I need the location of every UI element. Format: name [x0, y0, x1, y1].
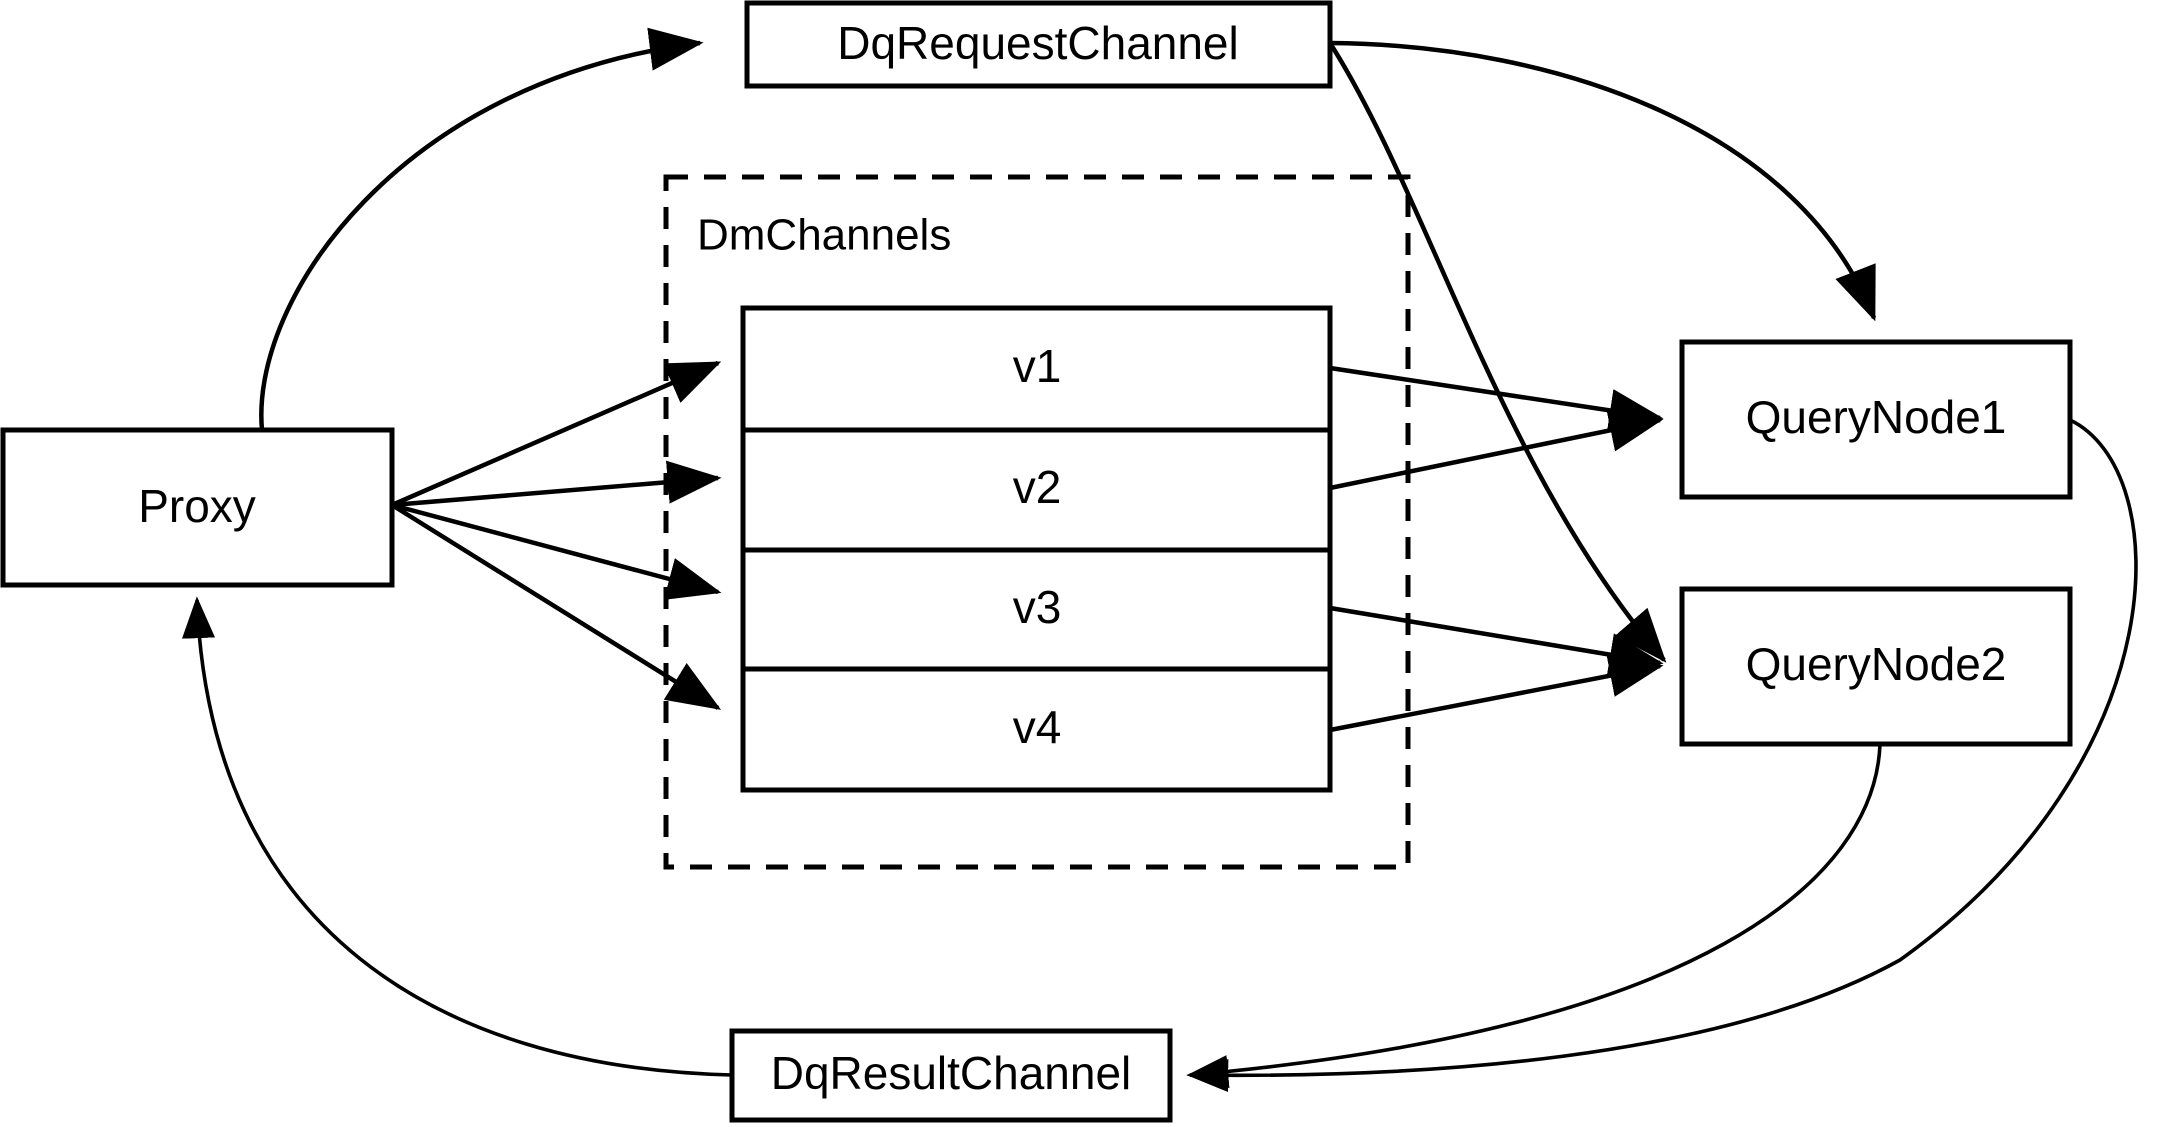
node-dq-request-channel[interactable]: DqRequestChannel	[744, 0, 1333, 89]
edge-dqrequestchannel-to-querynode1	[1329, 40, 1877, 322]
edge-v1-to-querynode1	[1329, 365, 1664, 432]
edge-proxy-to-v1	[391, 360, 722, 508]
dm-channels-group-label: DmChannels	[697, 211, 951, 260]
dm-channels-table[interactable]: v1 v2 v3 v4	[740, 305, 1333, 793]
dm-channels-group-border	[663, 174, 1411, 870]
node-dq-result-channel[interactable]: DqResultChannel	[729, 1028, 1173, 1123]
dm-channel-row-v3[interactable]: v3	[1013, 581, 1062, 633]
dq-request-channel-box[interactable]	[744, 0, 1333, 89]
edge-proxy-to-v4	[390, 503, 722, 710]
dm-channel-row-v4[interactable]: v4	[1013, 701, 1062, 753]
query-node-1-box[interactable]	[1679, 339, 2073, 500]
proxy-label: Proxy	[138, 480, 256, 532]
node-query-node-2[interactable]: QueryNode2	[1679, 586, 2073, 747]
node-query-node-1[interactable]: QueryNode1	[1679, 339, 2073, 500]
dq-request-channel-label: DqRequestChannel	[837, 17, 1239, 69]
dm-channel-row-v2[interactable]: v2	[1013, 461, 1062, 513]
node-proxy[interactable]: Proxy	[0, 427, 395, 588]
edge-proxy-to-v3	[391, 502, 722, 600]
dm-channel-row-v1[interactable]: v1	[1013, 340, 1062, 392]
edge-proxy-to-dqrequestchannel	[259, 27, 704, 431]
proxy-box[interactable]	[0, 427, 395, 588]
edge-v2-to-querynode1	[1329, 409, 1664, 491]
edge-dqresultchannel-to-proxy	[181, 596, 733, 1077]
dq-result-channel-box[interactable]	[729, 1028, 1173, 1123]
edge-querynode2-to-dqresultchannel	[1186, 743, 1882, 1089]
query-node-2-box[interactable]	[1679, 586, 2073, 747]
dq-result-channel-label: DqResultChannel	[771, 1047, 1132, 1099]
edge-v3-to-querynode2	[1329, 605, 1664, 677]
query-node-2-label: QueryNode2	[1746, 638, 2007, 690]
edge-proxy-to-v2	[391, 460, 722, 508]
edge-dqrequestchannel-to-querynode2	[1328, 41, 1667, 663]
edge-v4-to-querynode2	[1329, 654, 1664, 733]
query-node-1-label: QueryNode1	[1746, 391, 2007, 443]
edge-querynode1-to-dqresultchannel	[1186, 418, 2138, 1093]
